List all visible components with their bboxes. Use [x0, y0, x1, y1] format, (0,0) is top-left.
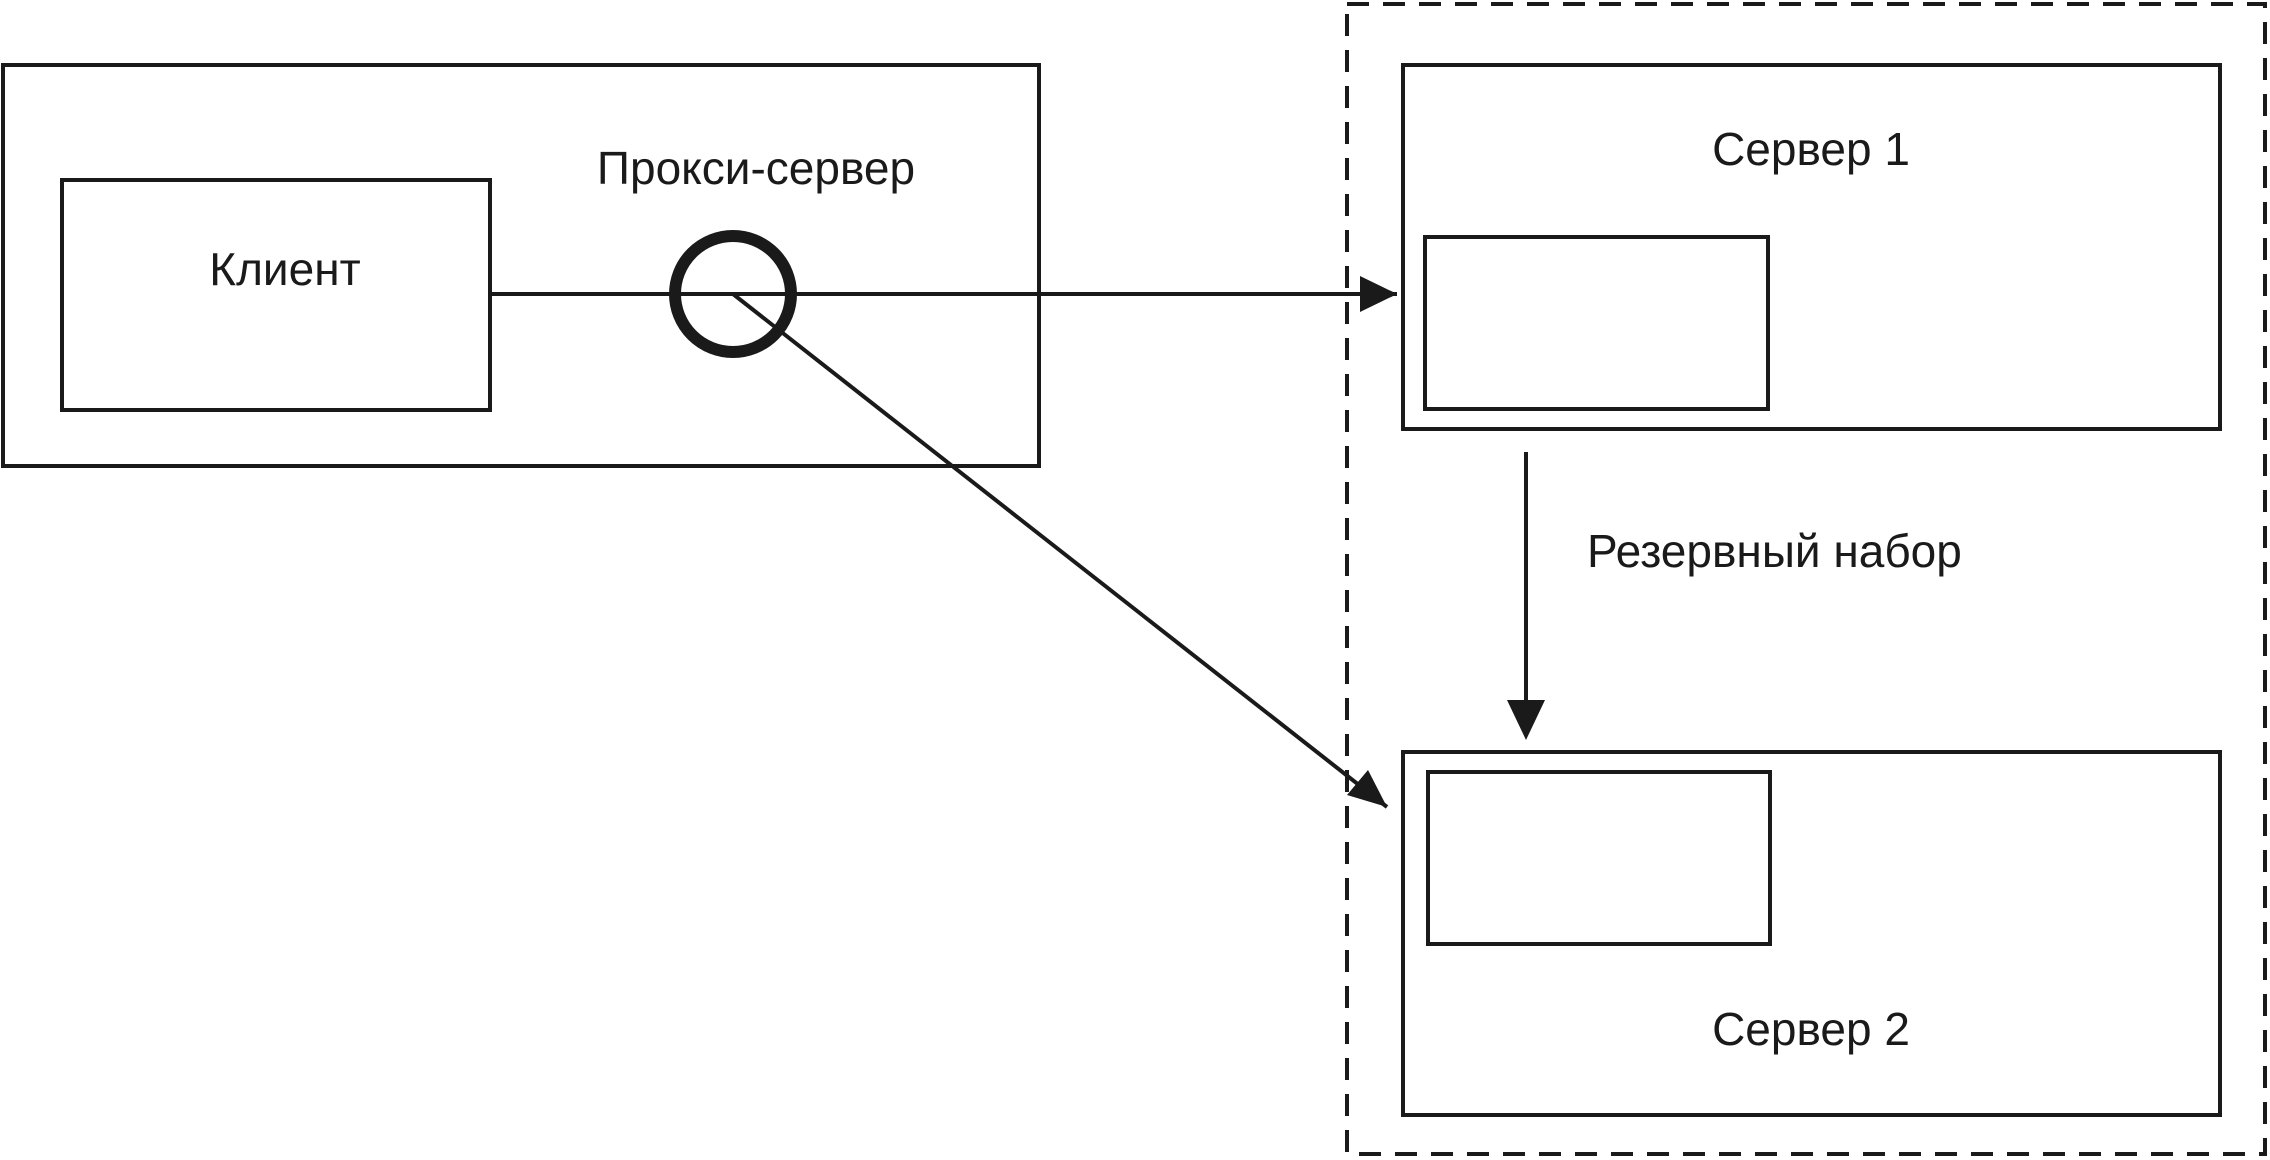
arrow-head-backup	[1507, 700, 1545, 740]
server2-inner-box	[1426, 770, 1772, 946]
proxy-to-server2-arrow	[731, 292, 1389, 809]
arrow-head-server2	[1347, 770, 1387, 807]
server1-inner-box	[1423, 235, 1770, 411]
server1-box	[1401, 63, 2222, 431]
proxy-server-node	[669, 230, 797, 358]
server1-label: Сервер 1	[1712, 123, 1910, 175]
server2-box	[1401, 750, 2222, 1117]
client-box	[60, 178, 492, 412]
proxy-label: Прокси-сервер	[597, 142, 915, 194]
server2-label: Сервер 2	[1712, 1003, 1910, 1055]
backup-label: Резервный набор	[1587, 525, 1962, 577]
arrow-head-server1	[1360, 276, 1397, 312]
client-label: Клиент	[209, 243, 360, 295]
server-group-dashed-box	[1345, 2, 2267, 1156]
client-group-box	[1, 63, 1041, 468]
